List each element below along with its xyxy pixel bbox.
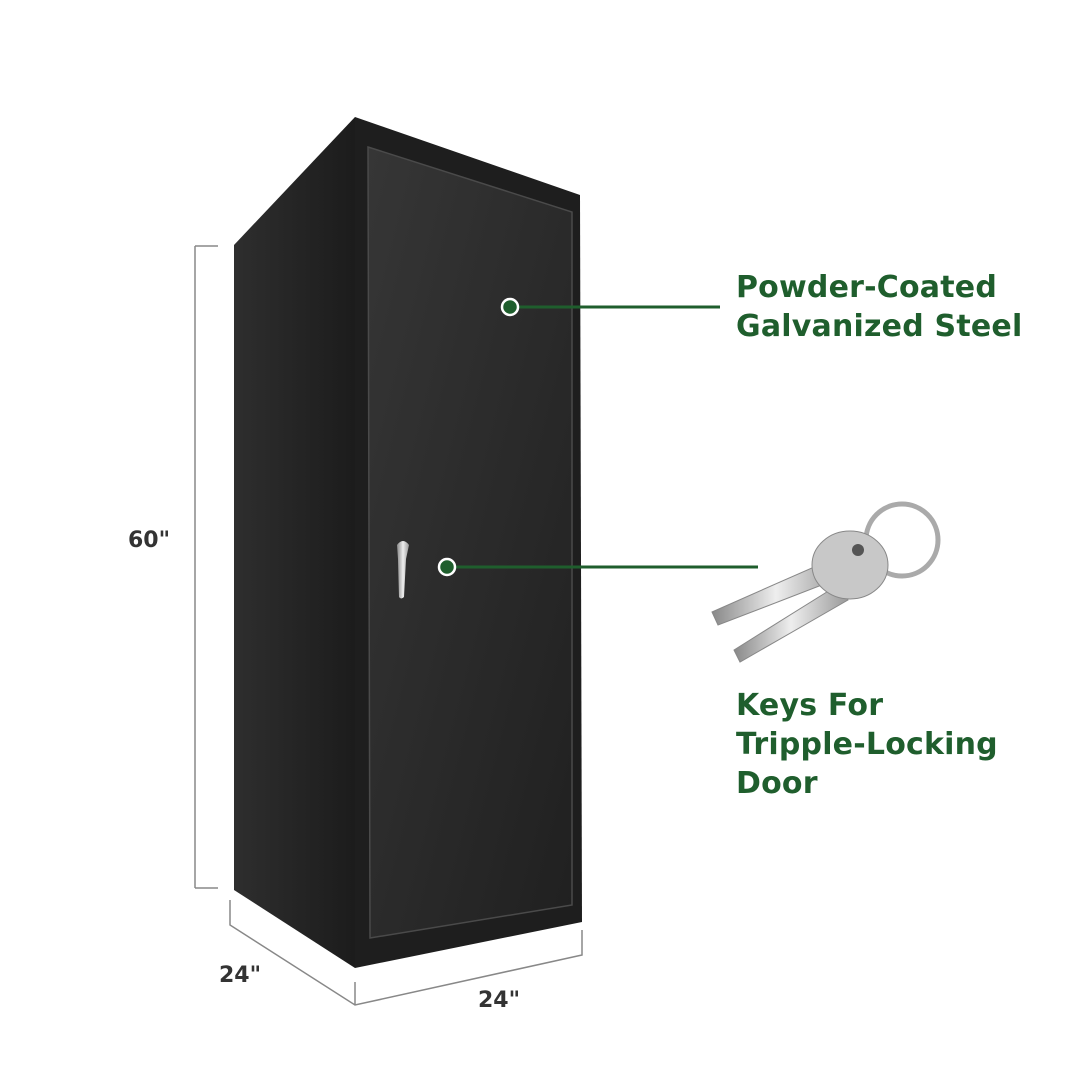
callout-dot [500,297,520,317]
callout-line: Door [736,766,818,801]
keys-callout-label: Keys For Tripple-Locking Door [736,686,998,803]
keys-icon [711,501,941,663]
width-dimension: 24" [478,988,521,1013]
door-handle [397,541,409,599]
callout-line: Tripple-Locking [736,727,998,762]
depth-dimension: 24" [219,963,262,988]
callout-dot [437,557,457,577]
callout-lines [437,297,758,577]
cabinet [234,117,582,968]
steel-callout-label: Powder-Coated Galvanized Steel [736,268,1022,346]
callout-line: Galvanized Steel [736,309,1023,344]
dimension-lines [194,245,583,1006]
height-dimension: 60" [128,528,171,553]
cabinet-door [367,145,573,939]
callout-line: Keys For [736,688,884,723]
callout-line: Powder-Coated [736,270,998,305]
cabinet-side [234,117,355,968]
